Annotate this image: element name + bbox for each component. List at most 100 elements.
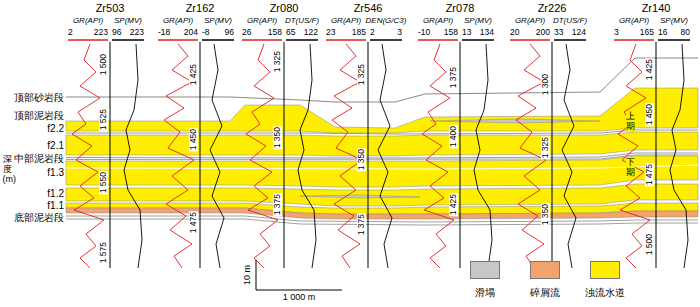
curve-header: GR(API) <box>163 17 193 26</box>
depth-mark: 1 350 <box>273 126 282 149</box>
scale-value: 3 <box>397 28 402 37</box>
log-curve <box>562 44 576 268</box>
depth-mark: 1 300 <box>541 73 550 96</box>
curve-header: DEN(G/C3) <box>366 17 407 26</box>
legend-swatch <box>590 261 620 279</box>
depth-mark: 1 425 <box>449 193 458 216</box>
well-name: Zr546 <box>354 2 383 14</box>
scale-value: 134 <box>480 28 494 37</box>
log-curve <box>298 44 316 268</box>
well-name: Zr162 <box>186 2 215 14</box>
well-axis <box>656 42 657 268</box>
depth-mark: 1 325 <box>273 50 282 73</box>
scale-value: 158 <box>268 28 282 37</box>
legend-label: 碎屑流 <box>530 287 560 298</box>
vertical-scale-bar <box>256 260 257 290</box>
well-name: Zr080 <box>270 2 299 14</box>
depth-mark: 1 500 <box>99 53 108 76</box>
scale-value: 124 <box>572 28 586 37</box>
log-scale-bar <box>202 39 234 41</box>
depth-mark: 1 375 <box>449 66 458 89</box>
depth-mark: 1 425 <box>645 58 654 81</box>
curve-header: DT(US/F) <box>553 17 587 26</box>
curve-header: GR(API) <box>423 17 453 26</box>
depth-mark: 1 425 <box>189 63 198 86</box>
scale-value: 16 <box>658 28 667 37</box>
depth-mark: 1 325 <box>541 136 550 159</box>
scale-label: 1 000 m <box>283 293 316 303</box>
slump-lens <box>300 195 420 198</box>
depth-mark: 1 325 <box>357 63 366 86</box>
scale-label: 10 m <box>243 265 253 285</box>
scale-value: 13 <box>462 28 471 37</box>
stage-label: 上期 <box>626 112 635 132</box>
depth-mark: 1 475 <box>189 211 198 234</box>
scale-value: 165 <box>640 28 654 37</box>
layer-label: f2.2 <box>47 123 64 134</box>
depth-mark: 1 500 <box>645 233 654 256</box>
curve-header: GR(API) <box>247 17 277 26</box>
depth-mark: 1 525 <box>99 108 108 131</box>
depth-mark: 1 550 <box>99 171 108 194</box>
layer-label: 顶部砂岩段 <box>14 92 64 103</box>
scale-value: -10 <box>418 28 430 37</box>
scale-value: 185 <box>352 28 366 37</box>
scale-value: 96 <box>225 28 234 37</box>
layer-label: 中部泥岩段 <box>14 153 64 164</box>
log-curve <box>474 44 492 268</box>
top-sand-base-line <box>66 58 698 102</box>
legend-label: 滑塌 <box>475 287 495 298</box>
turbidite-channel-f21 <box>66 132 698 156</box>
log-curve <box>124 44 142 268</box>
layer-label: f1.2 <box>47 188 64 199</box>
log-scale-bar <box>370 39 402 41</box>
layer-label: f1.3 <box>47 167 64 178</box>
curve-header: GR(API) <box>515 17 545 26</box>
gr-scale-bar <box>418 39 458 41</box>
log-scale-bar <box>286 39 318 41</box>
well-axis <box>552 42 553 268</box>
curve-header: SP(MV) <box>114 17 142 26</box>
curve-header: GR(API) <box>331 17 361 26</box>
gr-scale-bar <box>510 39 550 41</box>
layer-label: 底部泥岩段 <box>14 212 64 223</box>
depth-mark: 1 375 <box>357 213 366 236</box>
turbidite-channel-f22 <box>66 88 698 133</box>
gr-curve <box>72 44 104 268</box>
gr-scale-bar <box>68 39 108 41</box>
log-scale-bar <box>554 39 586 41</box>
scale-value: 26 <box>242 28 251 37</box>
curve-header: GR(API) <box>73 17 103 26</box>
scale-value: 20 <box>510 28 519 37</box>
scale-value: 96 <box>112 28 121 37</box>
turbidite-channel-f12 <box>66 184 698 206</box>
scale-value: 223 <box>94 28 108 37</box>
well-name: Zr226 <box>538 2 567 14</box>
well-axis <box>110 42 111 268</box>
mid-mud-line <box>66 153 698 158</box>
well-name: Zr503 <box>96 2 125 14</box>
log-scale-bar <box>462 39 494 41</box>
scale-value: 23 <box>326 28 335 37</box>
log-scale-bar <box>658 39 690 41</box>
layer-label: 顶部泥岩段 <box>14 110 64 121</box>
depth-mark: 1 450 <box>189 128 198 151</box>
well-axis <box>200 42 201 268</box>
gr-scale-bar <box>158 39 198 41</box>
log-curve <box>670 44 688 268</box>
horizontal-scale-bar <box>256 290 342 291</box>
depth-mark: 1 475 <box>645 163 654 186</box>
axis-title: 深度(m) <box>3 155 12 185</box>
layer-label: f2.1 <box>47 140 64 151</box>
scale-value: 204 <box>184 28 198 37</box>
curve-header: DT(US/F) <box>285 17 319 26</box>
depth-mark: 1 350 <box>357 148 366 171</box>
scale-value: -8 <box>202 28 210 37</box>
curve-header: GR(API) <box>619 17 649 26</box>
well-axis <box>460 42 461 268</box>
scale-value: 223 <box>130 28 144 37</box>
curve-header: SP(MV) <box>204 17 232 26</box>
well-name: Zr078 <box>446 2 475 14</box>
stage-label: 下期 <box>626 158 635 178</box>
